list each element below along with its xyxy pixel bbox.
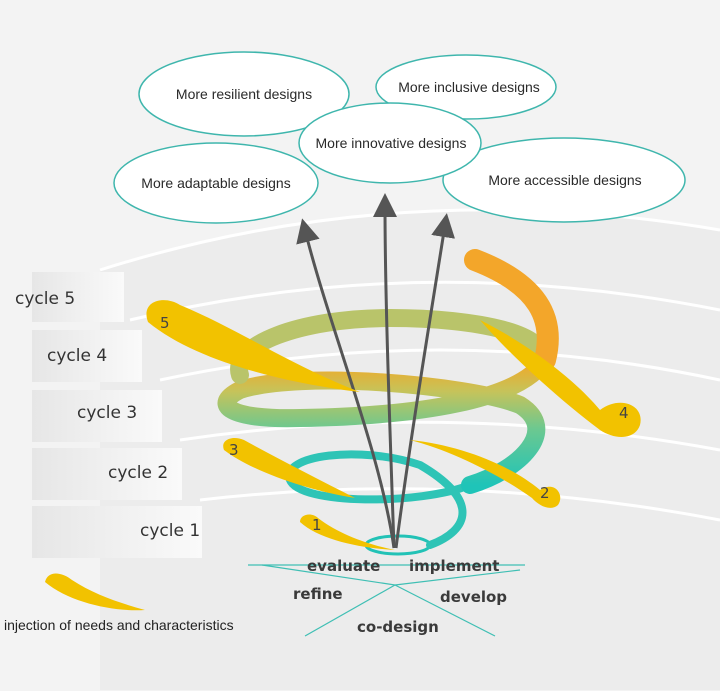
phase-evaluate: evaluate [307,557,380,575]
injection-number-5: 5 [160,314,170,332]
injection-number-2: 2 [540,484,550,502]
phase-develop: develop [440,588,507,606]
outcome-accessible: More accessible designs [488,172,641,188]
injection-4 [480,320,641,437]
cycle-labels: cycle 5 cycle 4 cycle 3 cycle 2 cycle 1 [15,289,200,541]
cycle-label-5: cycle 5 [15,289,75,309]
arrow-center [373,193,398,549]
outcome-innovative: More innovative designs [316,135,467,151]
outcome-ovals [113,51,686,224]
legend-label: injection of needs and characteristics [4,617,234,633]
oval-inclusive [375,54,557,120]
cycle-label-2: cycle 2 [108,463,168,483]
injections [45,300,641,611]
legend-swatch [45,573,145,611]
injection-5 [146,300,360,392]
oval-accessible [442,137,686,223]
outcome-resilient: More resilient designs [176,86,312,102]
injection-number-3: 3 [229,441,239,459]
phase-codesign: co-design [357,618,439,636]
phase-labels: evaluate implement refine develop co-des… [293,557,507,636]
phase-base-lines [248,564,525,637]
injection-number-4: 4 [619,404,629,422]
cycle-label-1: cycle 1 [140,521,200,541]
injection-numbers: 1 2 3 4 5 [160,314,629,534]
phase-refine: refine [293,585,343,603]
outcome-adaptable: More adaptable designs [141,175,290,191]
injection-number-1: 1 [312,516,322,534]
oval-resilient [138,51,350,137]
cycle-label-4: cycle 4 [47,346,107,366]
outcome-labels: More resilient designs More inclusive de… [141,79,641,191]
outcome-inclusive: More inclusive designs [398,79,540,95]
injection-1 [300,514,395,550]
oval-innovative [298,102,482,184]
oval-adaptable [113,142,319,224]
cycle-label-3: cycle 3 [77,403,137,423]
arrow-right [394,213,455,549]
injection-2 [410,440,561,508]
injection-3 [223,438,355,498]
phase-implement: implement [409,557,499,575]
